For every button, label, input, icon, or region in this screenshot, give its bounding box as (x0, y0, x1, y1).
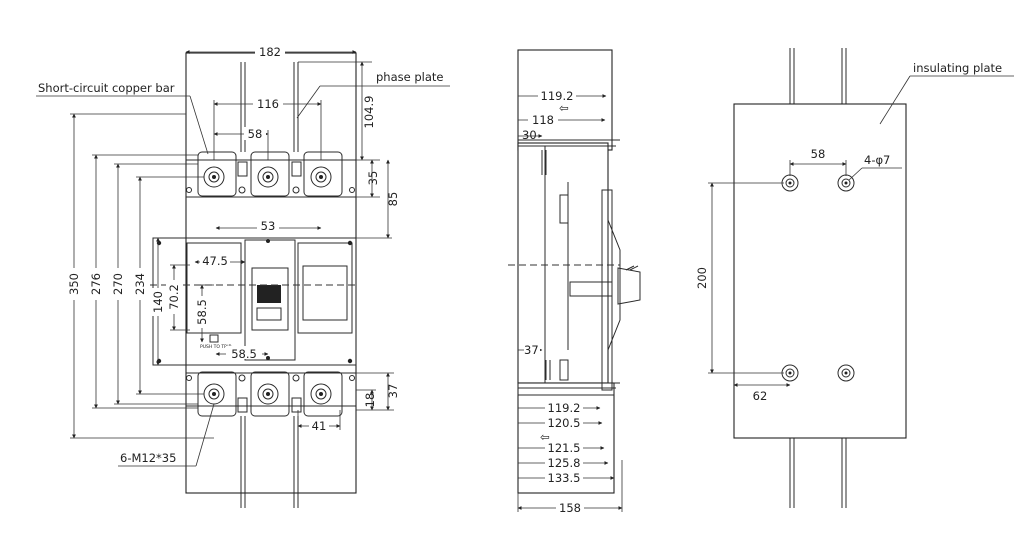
side-dim-158: 158 (559, 501, 581, 515)
side-dim-120-5: 120.5 (548, 416, 581, 430)
back-dim-58: 58 (811, 147, 826, 161)
back-dim-62: 62 (753, 389, 768, 403)
front-handle (251, 267, 289, 331)
dim-53: 53 (261, 219, 276, 233)
back-dim-200: 200 (695, 267, 709, 289)
side-view: 119.2 ⇦ 118 30 37 119.2 120.5 ⇦ 121.5 12… (508, 49, 641, 515)
dim-270: 270 (111, 273, 125, 295)
insulating-plate (733, 103, 907, 439)
dim-350: 350 (67, 273, 81, 295)
dim-70-2: 70.2 (167, 284, 181, 310)
side-dim-133-5: 133.5 (548, 471, 581, 485)
side-dim-37: 37 (524, 343, 539, 357)
side-dim-121-5: 121.5 (548, 441, 581, 455)
svg-text:⇦: ⇦ (559, 101, 569, 115)
dim-116: 116 (257, 97, 279, 111)
dim-37-front: 37 (386, 384, 400, 399)
dim-276: 276 (89, 273, 103, 295)
dim-58-5-vertical: 58.5 (195, 299, 209, 325)
front-outer-body (185, 52, 357, 494)
side-dim-119-2-bottom: 119.2 (548, 401, 581, 415)
top-terminals (186, 151, 355, 197)
push-to-trip-label: PUSH TO TRIP (200, 344, 232, 350)
svg-text:⇦: ⇦ (540, 430, 550, 444)
dim-58-5-horizontal: 58.5 (231, 347, 257, 361)
side-dim-119-2-top: 119.2 (541, 89, 574, 103)
front-window-left (186, 242, 242, 334)
dim-41: 41 (312, 419, 327, 433)
label-phase-plate: phase plate (376, 70, 443, 84)
front-window-right (297, 242, 353, 334)
front-handle-housing (244, 239, 296, 361)
dim-140: 140 (151, 291, 165, 313)
side-dim-125-8: 125.8 (548, 456, 581, 470)
label-short-circuit-copper-bar: Short-circuit copper bar (38, 81, 175, 95)
dim-47-5: 47.5 (202, 254, 228, 268)
back-view: 58 4-φ7 200 62 insulating plate (695, 48, 1014, 508)
dim-234: 234 (133, 273, 147, 295)
dim-58-top: 58 (248, 127, 263, 141)
side-dim-118: 118 (532, 113, 554, 127)
label-screw: 6-M12*35 (120, 451, 176, 465)
front-view: PUSH TO TRIP (36, 45, 450, 508)
dim-182: 182 (259, 45, 281, 59)
dim-35: 35 (366, 171, 380, 186)
dim-18: 18 (363, 393, 377, 408)
label-insulating-plate: insulating plate (913, 61, 1002, 75)
side-dim-30: 30 (522, 128, 537, 142)
dim-85: 85 (386, 192, 400, 207)
back-dim-hole: 4-φ7 (864, 153, 890, 167)
dim-104-9: 104.9 (362, 96, 376, 129)
